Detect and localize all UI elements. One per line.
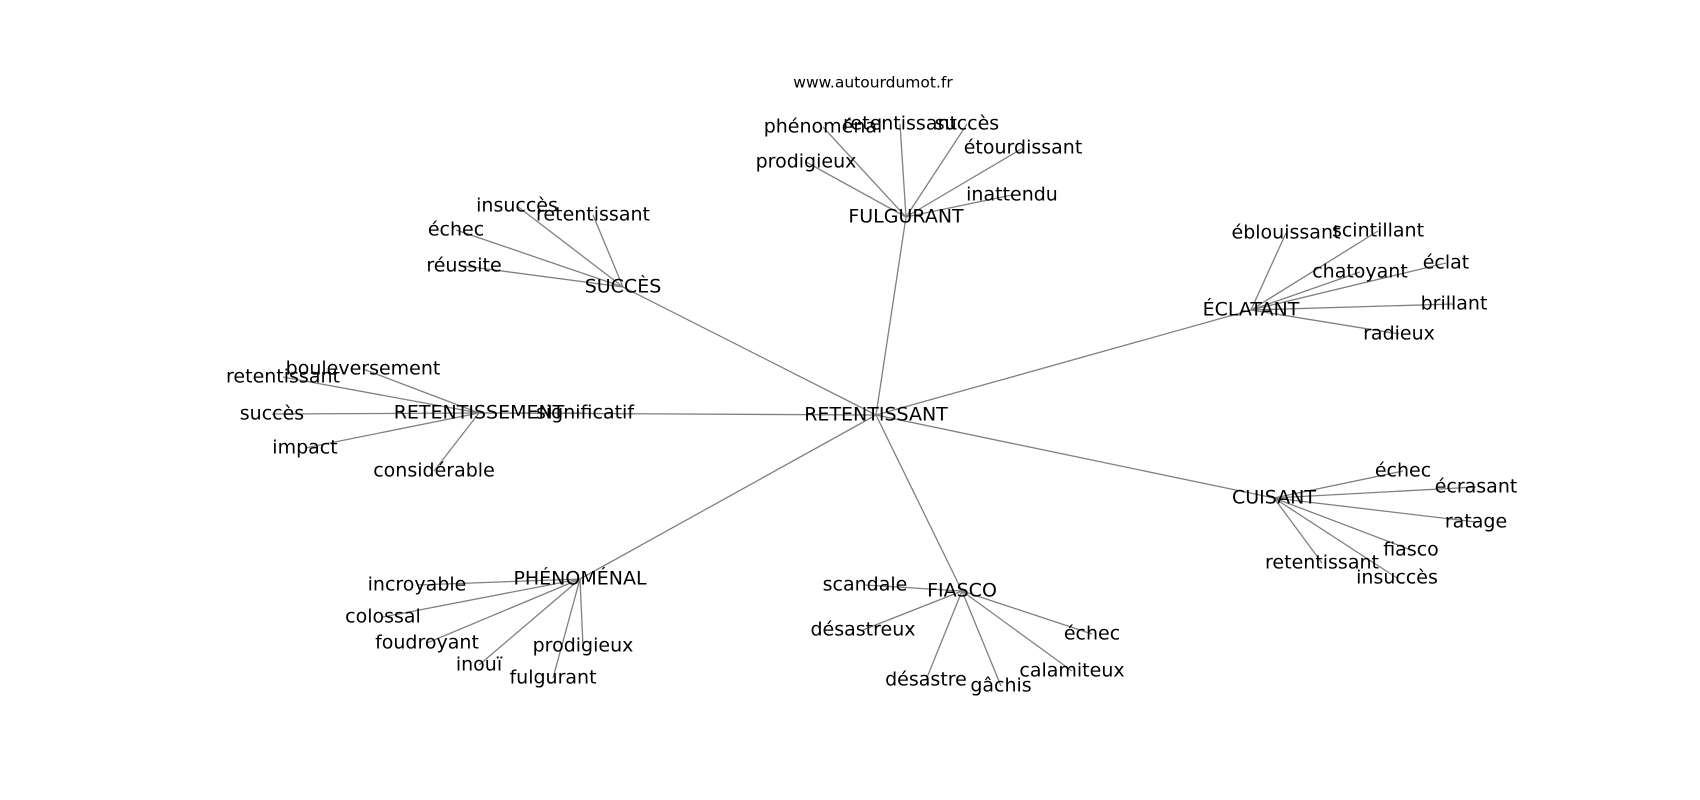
hub-node-phenomenal: PHÉNOMÉNAL (513, 567, 647, 590)
word-node-label: significatif (536, 402, 635, 424)
source-url: www.autourdumot.fr (793, 74, 953, 92)
word-node-label: retentissant (1265, 552, 1379, 574)
edge-root-fulgurant (875, 216, 907, 416)
word-node-label: insuccès (1356, 567, 1438, 589)
edge-eclatant-word (1250, 303, 1455, 311)
edge-retentissement-word (304, 412, 480, 449)
edge-fiasco-word (864, 584, 963, 592)
edge-retentissement-word (433, 412, 480, 472)
edge-root-phenomenal (579, 414, 877, 580)
edge-eclatant-word (1250, 230, 1379, 311)
edge-fulgurant-word (899, 123, 907, 218)
edge-retentissement-word (362, 368, 480, 414)
root-node-label: RETENTISSANT (804, 404, 948, 426)
edge-phenomenal-word (416, 578, 581, 586)
edge-phenomenal-word (552, 578, 581, 679)
edge-succes-word (463, 265, 624, 288)
word-node-label: radieux (1363, 323, 1435, 345)
word-node-label: retentissant (536, 204, 650, 226)
edge-succes-word (455, 229, 624, 288)
edge-eclatant-word (1250, 262, 1447, 311)
hub-node-eclatant: ÉCLATANT (1203, 298, 1300, 321)
edge-fulgurant-word (805, 161, 907, 218)
word-node-label: succès (935, 113, 999, 135)
word-node-label: échec (428, 219, 484, 241)
edge-phenomenal-word (579, 578, 584, 647)
edge-cuisant-word (1273, 470, 1404, 499)
word-node-label: inouï (456, 654, 503, 676)
word-node-label: retentissant (843, 113, 957, 135)
edge-fiasco-word (862, 590, 963, 631)
word-node-label: succès (240, 403, 304, 425)
hub-node-cuisant: CUISANT (1232, 487, 1316, 509)
word-node-label: foudroyant (375, 632, 479, 654)
word-node-label: gâchis (970, 675, 1031, 697)
edge-cuisant-word (1273, 497, 1323, 564)
edge-fiasco-word (961, 590, 1073, 672)
word-node-label: considérable (373, 460, 495, 482)
edge-root-eclatant (875, 309, 1252, 416)
edge-fiasco-word (925, 590, 963, 681)
edge-cuisant-word (1273, 497, 1477, 523)
edge-phenomenal-word (426, 578, 581, 644)
word-node-label: brillant (1421, 293, 1488, 315)
word-node-label: éblouissant (1232, 222, 1341, 244)
edge-fiasco-word (961, 590, 1093, 635)
word-node-label: réussite (426, 255, 501, 277)
edge-fulgurant-word (905, 194, 1013, 218)
word-node-label: étourdissant (964, 137, 1083, 159)
edge-eclatant-word (1250, 232, 1287, 311)
word-node-label: ratage (1445, 511, 1507, 533)
word-node-label: retentissant (226, 366, 340, 388)
graph-labels: www.autourdumot.fr insuccèsretentissanté… (226, 74, 1517, 697)
word-node-label: scandale (823, 574, 908, 596)
word-node-label: échec (1064, 623, 1120, 645)
edge-cuisant-word (1273, 497, 1398, 579)
graph-edges (271, 123, 1477, 687)
edge-phenomenal-word (478, 578, 581, 666)
word-node-label: inattendu (966, 184, 1058, 206)
word-node-label: prodigieux (533, 635, 634, 657)
edge-eclatant-word (1250, 309, 1400, 335)
word-node-label: fulgurant (509, 667, 596, 689)
word-node-label: fiasco (1383, 539, 1439, 561)
word-node-label: colossal (345, 606, 421, 628)
edge-fulgurant-word (905, 123, 968, 218)
edge-cuisant-word (1273, 486, 1477, 499)
word-node-label: bouleversement (286, 358, 441, 380)
edge-root-fiasco (875, 414, 963, 592)
edge-retentissement-word (282, 376, 480, 414)
edge-retentissement-word (271, 412, 480, 415)
edge-root-cuisant (875, 414, 1275, 499)
edge-phenomenal-word (382, 578, 581, 618)
word-node-label: éclat (1423, 252, 1470, 274)
hub-node-fiasco: FIASCO (927, 580, 997, 602)
word-node-label: incroyable (368, 574, 467, 596)
word-node-label: impact (272, 437, 337, 459)
hub-node-succes: SUCCÈS (585, 275, 662, 298)
word-node-label: chatoyant (1312, 261, 1408, 283)
word-node-label: désastreux (810, 619, 915, 641)
hub-node-retentissement: RETENTISSEMENT (394, 402, 565, 424)
word-node-label: phénoménal (764, 116, 883, 138)
word-node-label: prodigieux (756, 151, 857, 173)
word-node-label: échec (1375, 460, 1431, 482)
edge-root-succes (622, 286, 877, 416)
word-node-label: scintillant (1332, 220, 1424, 242)
edge-succes-word (592, 214, 624, 288)
edge-fulgurant-word (905, 147, 1024, 218)
word-node-label: calamiteux (1019, 660, 1124, 682)
edge-fulgurant-word (822, 126, 907, 218)
edge-cuisant-word (1273, 497, 1412, 551)
word-node-label: insuccès (476, 195, 558, 217)
edge-eclatant-word (1250, 271, 1361, 311)
hub-node-fulgurant: FULGURANT (848, 206, 964, 228)
word-node-label: désastre (885, 669, 967, 691)
edge-fiasco-word (961, 590, 1002, 687)
word-node-label: écrasant (1435, 476, 1518, 498)
edge-succes-word (516, 205, 624, 288)
